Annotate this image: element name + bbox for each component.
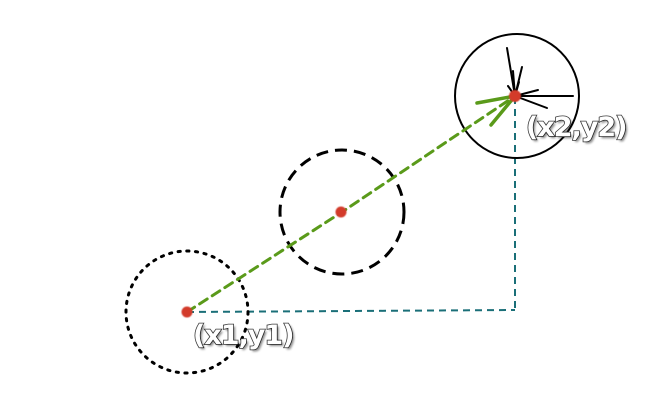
- trajectory-arrowhead: [475, 94, 517, 127]
- horizontal-offset-guide: [186, 309, 516, 313]
- mid-point: [335, 206, 347, 218]
- end-point: [509, 90, 521, 102]
- start-point-label: (x1,y1): [192, 320, 295, 351]
- start-point: [181, 306, 193, 318]
- mid-dashed-circle: [278, 148, 406, 276]
- end-solid-circle: [454, 33, 580, 159]
- end-point-label: (x2,y2): [525, 112, 628, 143]
- drag-trajectory-line: [185, 94, 517, 314]
- start-dotted-circle: [124, 249, 250, 375]
